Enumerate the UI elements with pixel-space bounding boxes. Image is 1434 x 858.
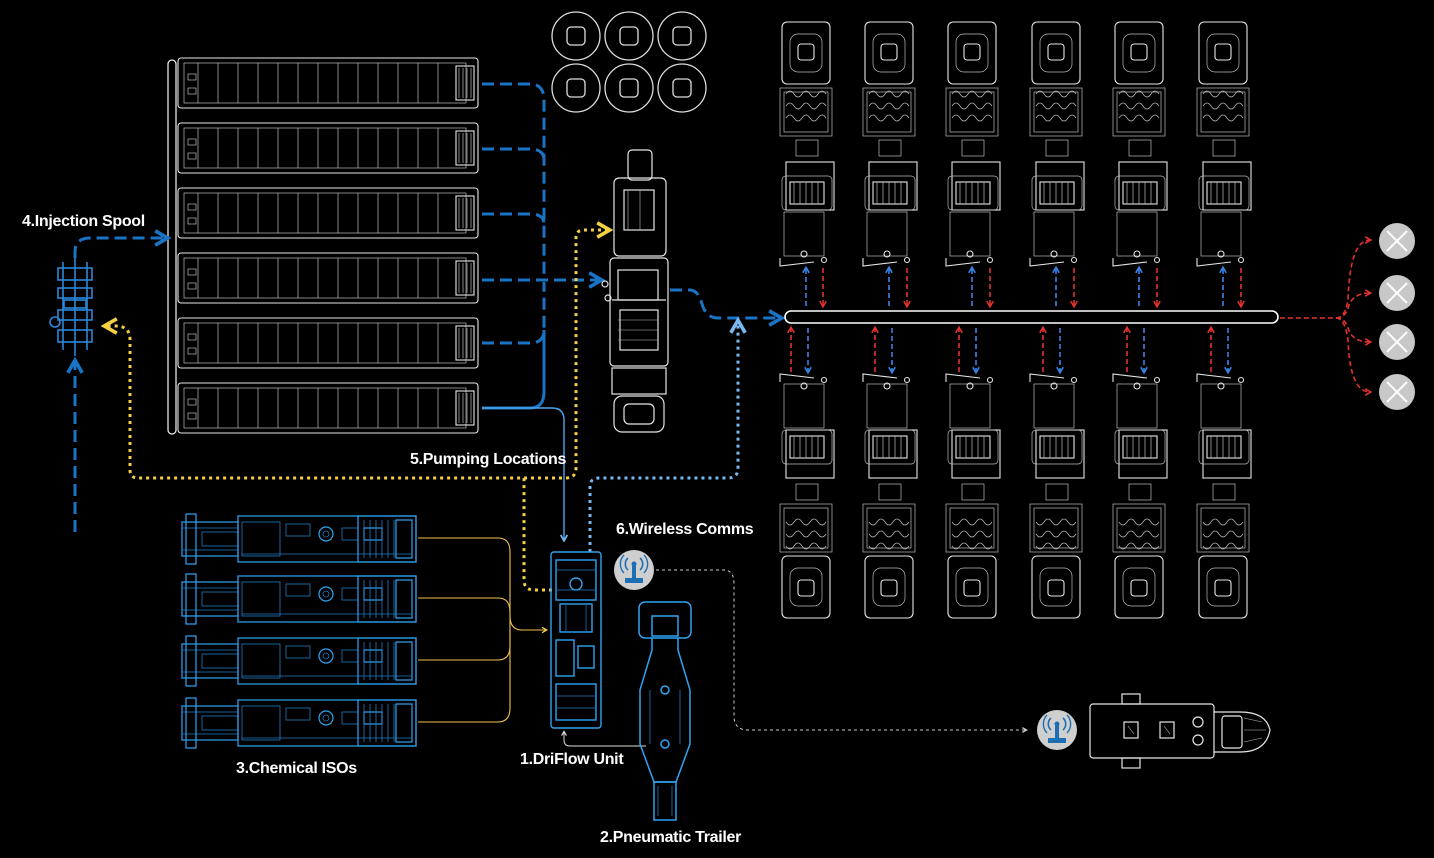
wellhead-x-icon bbox=[1378, 373, 1416, 411]
comms-line bbox=[588, 316, 747, 552]
frac-tanks bbox=[167, 57, 479, 435]
chemical-isos: 3.Chemical ISOs bbox=[181, 513, 417, 777]
wellhead-x-icon bbox=[1378, 274, 1416, 312]
spool-feed-lines bbox=[66, 229, 172, 532]
manifold-to-wellheads bbox=[1280, 236, 1373, 396]
trailer-to-driflow-line bbox=[561, 730, 646, 747]
driflow-unit: 1.DriFlow Unit bbox=[520, 551, 625, 768]
chemical-feed-lines bbox=[418, 537, 548, 723]
pneumatic-trailer: 2.Pneumatic Trailer bbox=[600, 601, 741, 846]
comms-link-line bbox=[656, 569, 1028, 733]
data-van bbox=[1036, 693, 1271, 769]
wellhead-x-icon bbox=[1378, 323, 1416, 361]
driflow-unit-label: 1.DriFlow Unit bbox=[520, 751, 624, 768]
wellhead-x-icon bbox=[1378, 222, 1416, 260]
pump-lines-top bbox=[802, 265, 1245, 309]
yellow-dotted-lines bbox=[100, 221, 614, 592]
wellheads bbox=[1378, 222, 1416, 411]
pump-trucks-top bbox=[779, 21, 1252, 267]
main-manifold bbox=[784, 310, 1279, 324]
tank-to-driflow-line bbox=[482, 407, 569, 543]
pneumatic-trailer-label: 2.Pneumatic Trailer bbox=[600, 829, 741, 846]
wireless-comms-label: 6.Wireless Comms bbox=[616, 521, 754, 538]
pumping-locations-label: 5.Pumping Locations bbox=[410, 451, 566, 468]
tank-supply-lines bbox=[482, 82, 606, 410]
pump-lines-bottom bbox=[787, 325, 1232, 375]
blender-to-manifold-line bbox=[670, 288, 786, 327]
wireless-comms: 6.Wireless Comms bbox=[613, 521, 754, 591]
pump-trucks-bottom bbox=[779, 373, 1252, 619]
antenna-icon bbox=[613, 549, 655, 591]
injection-spool-label: 4.Injection Spool bbox=[22, 213, 145, 230]
injection-spool: 4.Injection Spool bbox=[22, 213, 145, 356]
chemical-isos-label: 3.Chemical ISOs bbox=[236, 760, 357, 777]
tank-circles bbox=[551, 11, 707, 113]
antenna-icon bbox=[1036, 709, 1078, 751]
blender-unit bbox=[601, 149, 669, 433]
